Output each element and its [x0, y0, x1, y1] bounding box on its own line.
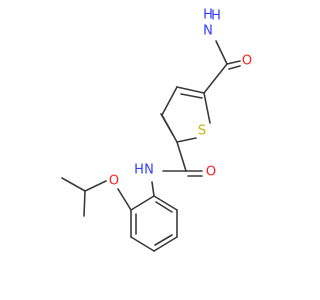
- bond-ch-methyl-left: [61, 177, 86, 192]
- molecule-structure: H H N O S N H O O: [61, 8, 252, 252]
- bond-phenyl-ether-o: [117, 188, 132, 211]
- bond-c2-carbonyl: [176, 141, 187, 172]
- bond-c3-c4: [161, 86, 178, 116]
- bond-carbonyl-o-top-1: [226, 60, 241, 65]
- carbonyl-mid-oxygen: O: [206, 165, 216, 180]
- bond-nh-phenyl: [151, 181, 155, 197]
- bond-benzene-inner-3: [155, 201, 173, 213]
- bond-benzene-1: [130, 195, 155, 211]
- bond-benzene-4: [153, 236, 178, 252]
- bond-c4-c5: [176, 86, 205, 94]
- amide-top-h-right: H: [211, 9, 221, 24]
- bond-carbonyl-o-top-2: [228, 65, 241, 70]
- atom-labels-layer: H H N O S N H O O: [109, 8, 252, 189]
- amide-top-h-left: H: [203, 8, 213, 23]
- bond-ch-methyl-right: [83, 190, 86, 217]
- bond-c4-c5-double: [180, 93, 203, 99]
- bond-benzene-6: [153, 195, 178, 211]
- bond-benzene-3: [130, 236, 155, 252]
- amide-top-n: N: [203, 24, 213, 39]
- bond-benzene-inner-2: [154, 234, 173, 246]
- amide-h: H: [134, 163, 144, 178]
- bond-carbonyl-nh2: [215, 40, 228, 65]
- bond-ether-o-ch: [84, 180, 107, 192]
- carbonyl-top-oxygen: O: [242, 54, 252, 69]
- bond-c5-carbonyl: [203, 63, 228, 94]
- bonds-layer: [61, 40, 241, 252]
- bond-c5-s: [203, 92, 211, 124]
- bond-s-c2: [176, 137, 197, 143]
- ether-oxygen: O: [109, 174, 119, 189]
- thiophene-sulfur: S: [198, 124, 206, 139]
- amide-n: N: [144, 163, 154, 178]
- bond-c2-c3-double: [160, 113, 174, 136]
